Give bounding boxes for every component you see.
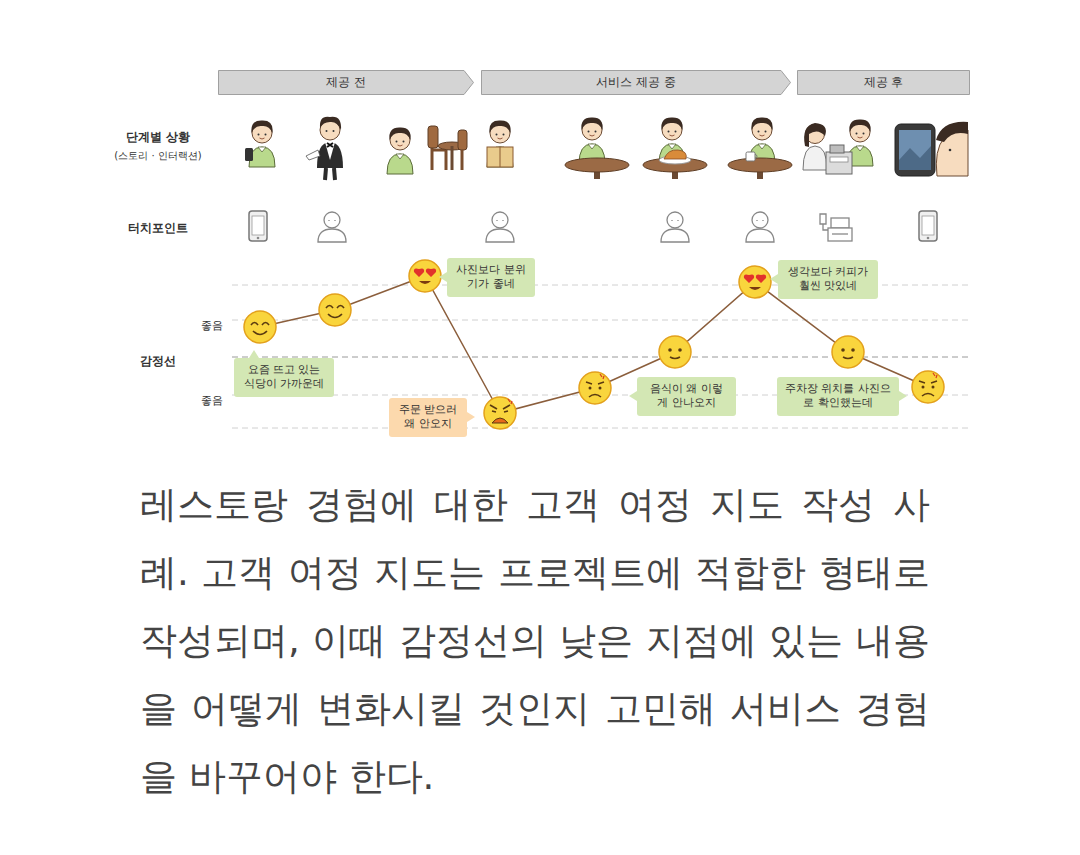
bubble-tail [899,391,907,401]
scene-waiting [565,117,629,179]
row-label: 감정선 [140,353,176,370]
scene-food [643,117,707,179]
scene-waiter [306,117,343,180]
phase-label: 제공 전 [326,74,366,91]
bubble-tail [467,412,475,422]
bubble-tail [439,272,447,282]
speech-bubble: 주문 받으러 왜 안오지 [389,398,467,437]
phase-bar: 제공 전 [218,70,474,95]
emotion-faces [244,260,944,429]
speech-bubble: 주차장 위치를 사진으로 확인했는데 [777,377,899,416]
phase-bar-outline [482,71,791,95]
bubble-text: 주차장 위치를 사진으로 확인했는데 [785,382,891,411]
axis-label: 좋음 [201,393,223,408]
bubble-tail [770,274,778,284]
scene-coffee [728,117,792,179]
caption: 레스토랑 경험에 대한 고객 여정 지도 작성 사례. 고객 여정 지도는 프로… [140,471,930,811]
phase-bar: 제공 후 [797,70,970,95]
bubble-text: 요즘 뜨고 있는 식당이 가까운데 [242,363,326,392]
emotion-grid [232,285,970,428]
speech-bubble: 사진보다 분위기가 좋네 [447,258,535,297]
scene-parking-photo [895,122,968,176]
bubble-tail [629,391,637,401]
bubble-text: 생각보다 커피가 훨씬 맛있네 [786,265,870,294]
axis-label: 좋음 [201,318,223,333]
bubble-text: 음식이 왜 이렇게 안나오지 [645,382,728,411]
speech-bubble: 요즘 뜨고 있는 식당이 가까운데 [234,358,334,397]
phase-bar-outline [219,71,474,95]
scene-entrance [387,126,467,174]
phase-bar: 서비스 제공 중 [481,70,791,95]
speech-bubble: 음식이 왜 이렇게 안나오지 [637,377,736,416]
scene-payment [803,119,873,174]
touchpoint-icons [249,211,937,242]
row-label: 단계별 상황 [126,129,190,146]
phase-label: 서비스 제공 중 [596,74,676,91]
speech-bubble: 생각보다 커피가 훨씬 맛있네 [778,260,878,299]
phase-bar-outline [798,71,970,95]
scene-phone [245,120,275,167]
bubble-tail [249,350,259,358]
scene-menu [487,120,513,167]
bubble-text: 주문 받으러 왜 안오지 [397,403,459,432]
row-sublabel: (스토리 · 인터랙션) [114,149,201,163]
phase-label: 제공 후 [864,74,904,91]
bubble-text: 사진보다 분위기가 좋네 [455,263,527,292]
row-label: 터치포인트 [128,220,188,237]
